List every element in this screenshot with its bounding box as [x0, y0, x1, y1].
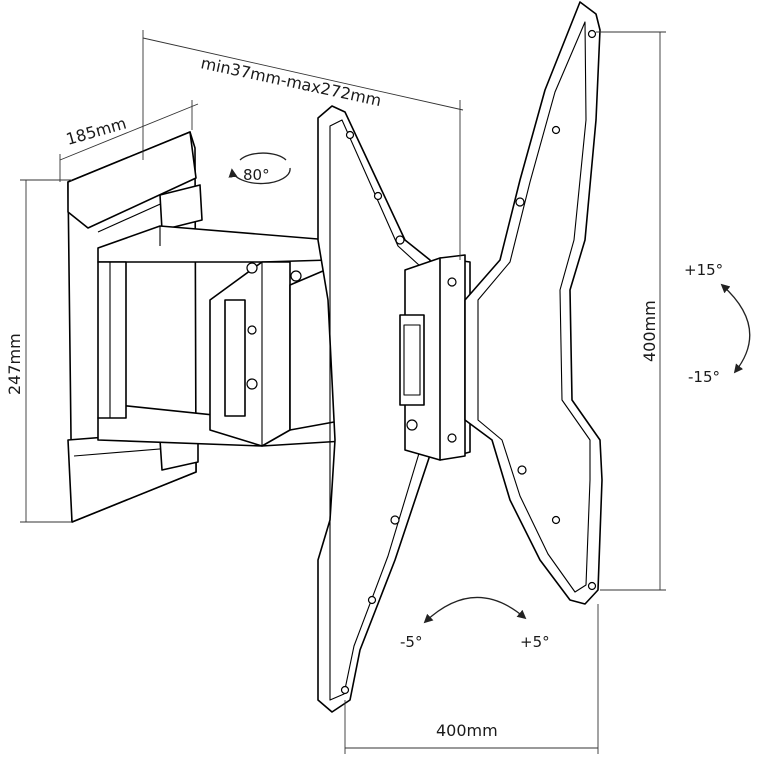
plate-height-label: 247mm — [5, 333, 24, 395]
vesa-height-label: 400mm — [640, 300, 659, 362]
level-left-label: -5° — [400, 633, 422, 651]
tilt-indicator: +15° -15° — [684, 261, 751, 386]
tilt-hinge — [399, 254, 471, 461]
dimension-vesa-width: 400mm — [344, 604, 599, 754]
level-indicator: -5° +5° — [400, 596, 550, 651]
depth-range-label: min37mm-max272mm — [199, 53, 383, 110]
vesa-bracket-left — [317, 105, 431, 713]
swivel-indicator: 80° — [228, 152, 291, 185]
plate-width-label: 185mm — [64, 114, 129, 149]
dimension-vesa-height: 400mm — [596, 31, 666, 591]
vesa-bracket-right — [464, 1, 603, 605]
tilt-up-label: +15° — [684, 261, 723, 279]
level-right-label: +5° — [520, 633, 550, 651]
vesa-width-label: 400mm — [436, 721, 498, 740]
tilt-down-label: -15° — [688, 368, 720, 386]
wall-plate — [67, 131, 203, 523]
swivel-angle-label: 80° — [243, 166, 270, 184]
dimension-plate-height: 247mm — [5, 179, 72, 523]
